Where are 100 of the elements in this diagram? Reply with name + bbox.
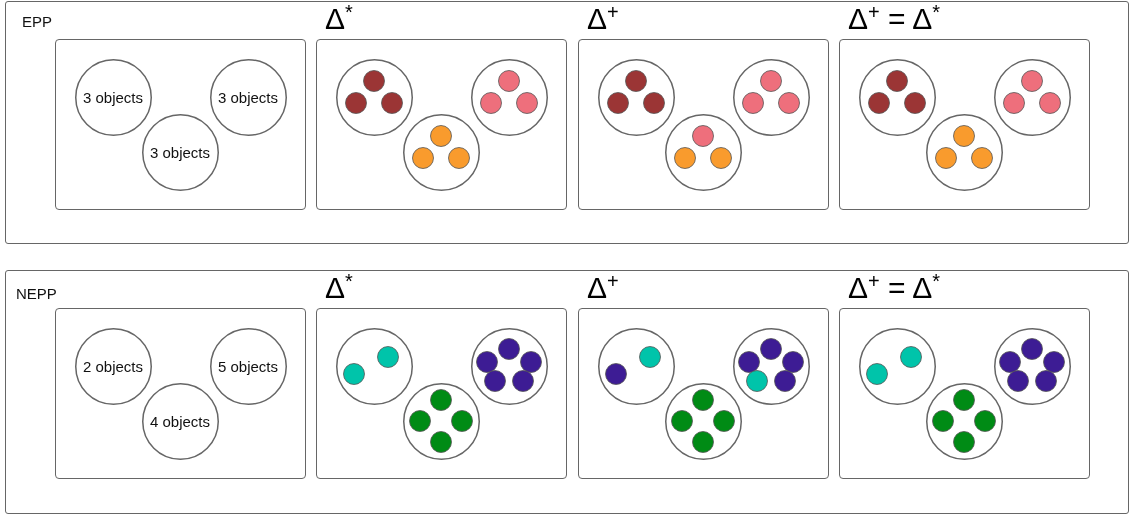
object-dot [953, 125, 975, 147]
group-circle [335, 58, 413, 136]
group-circle [597, 327, 675, 405]
group-circle [402, 382, 480, 460]
object-dot [999, 351, 1021, 373]
object-dot [345, 92, 367, 114]
object-dot [1039, 92, 1061, 114]
object-dot [671, 410, 693, 432]
object-dot [381, 92, 403, 114]
group-circle [141, 382, 219, 460]
group-circle [470, 58, 548, 136]
group-circle [925, 113, 1003, 191]
object-dot [605, 363, 627, 385]
object-dot [412, 147, 434, 169]
group-label: NEPP [16, 285, 57, 302]
object-dot [953, 389, 975, 411]
object-dot [498, 338, 520, 360]
object-dot [448, 147, 470, 169]
circle-label: 3 objects [83, 88, 143, 106]
object-dot [782, 351, 804, 373]
object-dot [738, 351, 760, 373]
object-dot [430, 431, 452, 453]
object-dot [409, 410, 431, 432]
panel-box [55, 39, 306, 210]
group-label: EPP [22, 13, 52, 30]
group-circle [597, 58, 675, 136]
object-dot [713, 410, 735, 432]
circle-label: 2 objects [83, 357, 143, 375]
object-dot [778, 92, 800, 114]
object-dot [866, 363, 888, 385]
object-dot [1003, 92, 1025, 114]
object-dot [971, 147, 993, 169]
object-dot [520, 351, 542, 373]
object-dot [760, 70, 782, 92]
group-circle [470, 327, 548, 405]
object-dot [774, 370, 796, 392]
object-dot [343, 363, 365, 385]
group-circle [732, 58, 810, 136]
object-dot [498, 70, 520, 92]
object-dot [377, 346, 399, 368]
object-dot [710, 147, 732, 169]
object-dot [451, 410, 473, 432]
group-panel [5, 270, 1129, 514]
circle-label: 3 objects [150, 143, 210, 161]
object-dot [904, 92, 926, 114]
object-dot [643, 92, 665, 114]
object-dot [639, 346, 661, 368]
object-dot [886, 70, 908, 92]
panel-heading: Δ$^{+}$ [587, 2, 619, 36]
group-circle [74, 327, 152, 405]
object-dot [516, 92, 538, 114]
panel-box [55, 308, 306, 479]
group-circle [402, 113, 480, 191]
object-dot [476, 351, 498, 373]
object-dot [692, 431, 714, 453]
object-dot [480, 92, 502, 114]
group-panel [5, 1, 1129, 244]
group-circle [993, 58, 1071, 136]
group-circle [732, 327, 810, 405]
object-dot [1043, 351, 1065, 373]
object-dot [932, 410, 954, 432]
object-dot [512, 370, 534, 392]
group-circle [209, 327, 287, 405]
object-dot [868, 92, 890, 114]
object-dot [430, 125, 452, 147]
object-dot [974, 410, 996, 432]
object-dot [746, 370, 768, 392]
object-dot [1007, 370, 1029, 392]
object-dot [484, 370, 506, 392]
group-circle [664, 113, 742, 191]
group-circle [858, 58, 936, 136]
group-circle [209, 58, 287, 136]
object-dot [900, 346, 922, 368]
group-circle [925, 382, 1003, 460]
panel-heading: Δ$^{+}$ = Δ$^{*}$ [848, 2, 941, 36]
object-dot [953, 431, 975, 453]
panel-heading: Δ$^{+}$ = Δ$^{*}$ [848, 271, 941, 305]
object-dot [1021, 70, 1043, 92]
circle-label: 3 objects [218, 88, 278, 106]
object-dot [935, 147, 957, 169]
object-dot [674, 147, 696, 169]
group-circle [335, 327, 413, 405]
object-dot [430, 389, 452, 411]
object-dot [760, 338, 782, 360]
object-dot [742, 92, 764, 114]
circle-label: 4 objects [150, 412, 210, 430]
object-dot [625, 70, 647, 92]
object-dot [1035, 370, 1057, 392]
group-circle [664, 382, 742, 460]
circle-label: 5 objects [218, 357, 278, 375]
panel-heading: Δ$^{*}$ [325, 271, 353, 305]
group-circle [858, 327, 936, 405]
group-circle [74, 58, 152, 136]
object-dot [607, 92, 629, 114]
panel-heading: Δ$^{+}$ [587, 271, 619, 305]
object-dot [1021, 338, 1043, 360]
group-circle [141, 113, 219, 191]
object-dot [692, 389, 714, 411]
group-circle [993, 327, 1071, 405]
panel-heading: Δ$^{*}$ [325, 2, 353, 36]
